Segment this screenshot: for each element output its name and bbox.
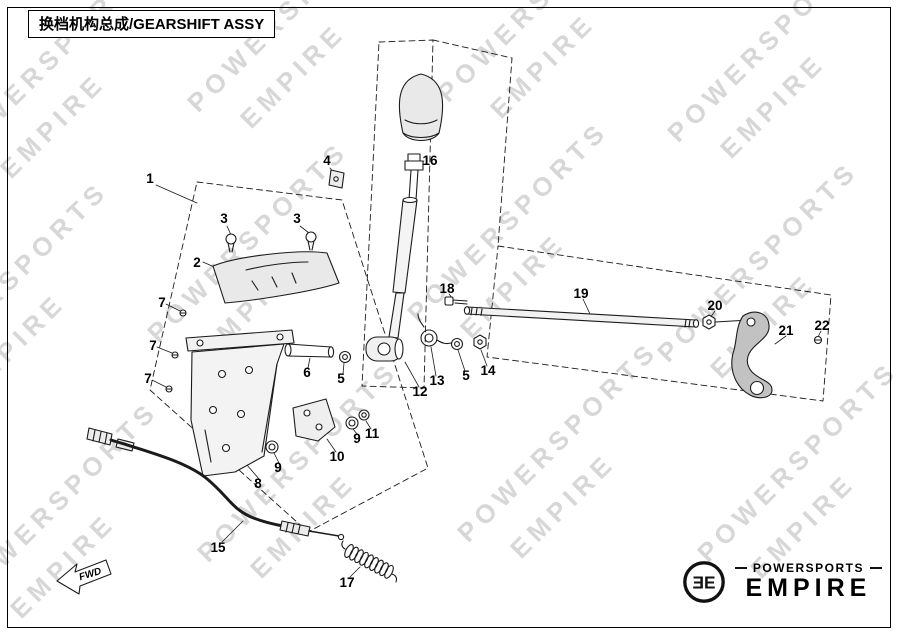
- shift-rod: [463, 306, 700, 328]
- callout-16: 16: [422, 153, 438, 168]
- callout-15: 15: [210, 540, 226, 555]
- brand-logo: ƎE POWERSPORTS EMPIRE: [681, 559, 882, 605]
- bolt-18: [444, 296, 468, 306]
- callout-numbers: 1 2 3 3 4 5 5 6 7 7 7 8 9 9 10 11 12 13 …: [144, 153, 829, 590]
- callout-5b: 5: [462, 368, 470, 383]
- nut-20: [702, 314, 742, 330]
- page-border: [7, 7, 891, 628]
- bolt-22: [813, 335, 823, 345]
- callout-4: 4: [323, 153, 331, 168]
- bolts-3: [225, 231, 317, 253]
- logo-mark-icon: ƎE: [682, 561, 725, 603]
- shift-lever-shaft: [388, 169, 419, 339]
- callout-14: 14: [480, 363, 496, 378]
- shift-cable: [86, 427, 345, 541]
- callout-19: 19: [573, 286, 588, 301]
- lever-spring: [417, 313, 452, 347]
- logo-brand-top: POWERSPORTS: [752, 561, 864, 576]
- logo-rule-left: [734, 567, 747, 570]
- bushings-9: [265, 416, 359, 454]
- bracket-10: [292, 398, 336, 442]
- washer-5-left: [338, 350, 352, 364]
- logo-top-row: POWERSPORTS: [734, 561, 882, 576]
- nut-14: [473, 334, 487, 350]
- page-title: 换档机构总成/GEARSHIFT ASSY: [39, 16, 265, 33]
- callout-8: 8: [254, 476, 262, 491]
- knob-fitting: [404, 153, 424, 171]
- logo-brand-bottom: EMPIRE: [745, 574, 872, 603]
- assembly-boundary-lines: [149, 39, 832, 533]
- pin-6: [284, 343, 335, 358]
- mounting-bar: [185, 329, 295, 352]
- callout-7b: 7: [149, 338, 157, 353]
- logo-monogram: ƎE: [692, 573, 715, 593]
- callout-21: 21: [778, 323, 794, 338]
- callout-17: 17: [339, 575, 354, 590]
- callout-22: 22: [814, 318, 829, 333]
- callout-1: 1: [146, 171, 154, 186]
- shift-knob: [398, 73, 444, 142]
- shift-arm: [731, 311, 773, 399]
- callout-3b: 3: [293, 211, 301, 226]
- logo-text: POWERSPORTS EMPIRE: [734, 561, 882, 603]
- mount-bracket: [190, 343, 285, 477]
- callout-11: 11: [365, 426, 380, 441]
- washer-5-right: [450, 337, 464, 351]
- screw-set-7: [165, 309, 187, 393]
- fwd-arrow: FWD: [56, 559, 112, 595]
- return-spring: [341, 540, 398, 583]
- leader-lines: [151, 160, 822, 578]
- callout-10: 10: [329, 449, 344, 464]
- callout-7a: 7: [158, 295, 166, 310]
- callout-3a: 3: [220, 211, 228, 226]
- callout-18: 18: [439, 281, 455, 296]
- callout-13: 13: [429, 373, 445, 388]
- callout-12: 12: [412, 384, 427, 399]
- pivot-housing: [365, 336, 404, 362]
- callout-20: 20: [707, 298, 722, 313]
- callout-6: 6: [303, 365, 311, 380]
- washer-11: [358, 409, 370, 421]
- callout-5a: 5: [337, 371, 345, 386]
- callout-9a: 9: [274, 460, 282, 475]
- callout-7c: 7: [144, 371, 152, 386]
- callout-2: 2: [193, 255, 201, 270]
- logo-rule-right: [870, 567, 882, 570]
- gate-cover-plate: [212, 251, 340, 304]
- callout-9b: 9: [353, 431, 361, 446]
- clip-4: [328, 169, 345, 189]
- title-box: 换档机构总成/GEARSHIFT ASSY: [28, 10, 276, 38]
